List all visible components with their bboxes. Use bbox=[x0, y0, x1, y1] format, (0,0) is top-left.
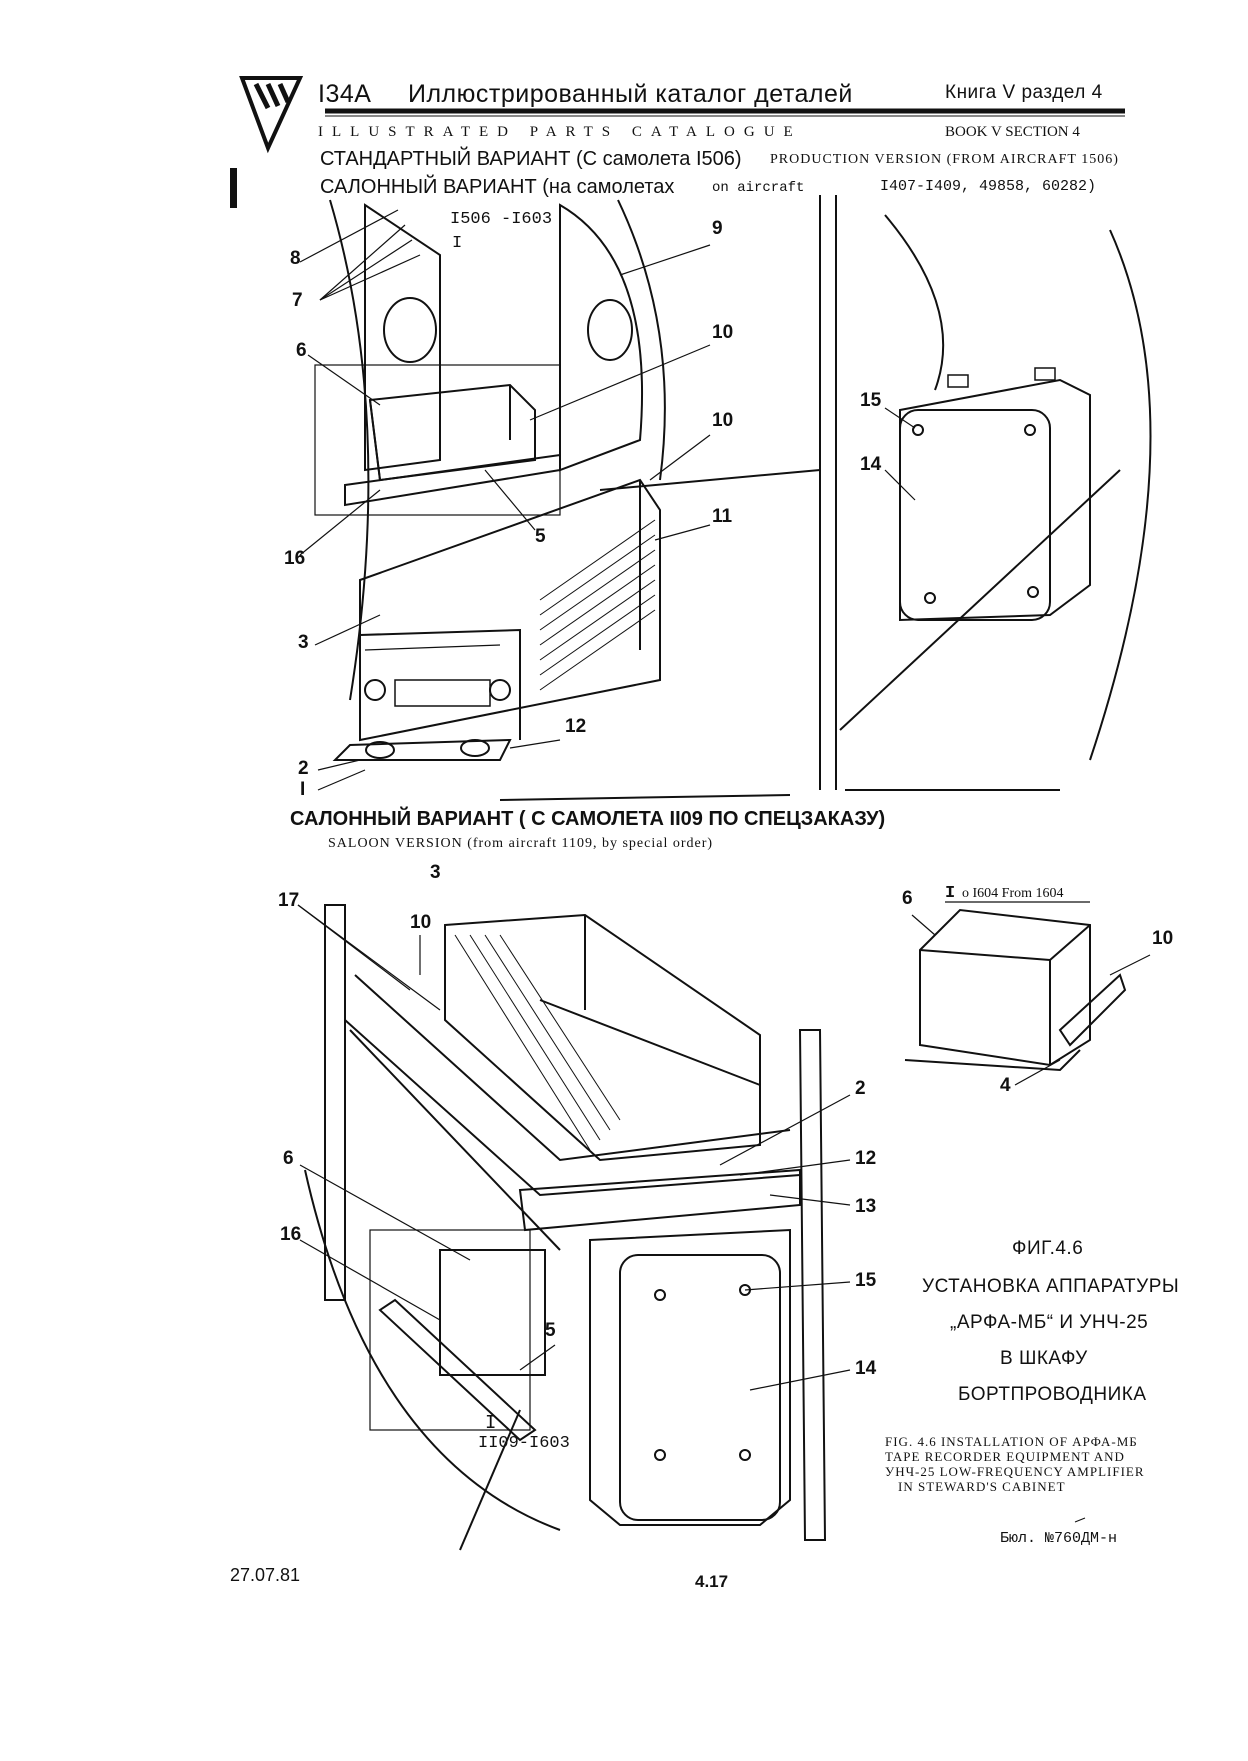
figure-caption-en-line3: УНЧ-25 LOW-FREQUENCY AMPLIFIER bbox=[885, 1464, 1145, 1479]
salon-variant-special-en: SALOON VERSION (from aircraft 1109, by s… bbox=[328, 836, 714, 851]
callout-14-top: 14 bbox=[860, 454, 882, 475]
callout-16-bottom: 16 bbox=[280, 1224, 302, 1245]
manufacturer-logo bbox=[239, 76, 304, 154]
figure-caption-en-line4: IN STEWARD'S CABINET bbox=[898, 1479, 1066, 1494]
figure-caption-en-line2: TAPE RECORDER EQUIPMENT AND bbox=[885, 1449, 1125, 1464]
detail-mark-top: I bbox=[452, 234, 463, 253]
callout-5-top: 5 bbox=[535, 526, 546, 547]
change-bar bbox=[230, 168, 237, 208]
figure-number: ФИГ.4.6 bbox=[1012, 1238, 1084, 1259]
callout-5-bottom: 5 bbox=[545, 1320, 556, 1341]
callout-15-bottom: 15 bbox=[855, 1270, 877, 1291]
callout-16-top: 16 bbox=[284, 548, 306, 569]
figure-title-line3: В ШКАФУ bbox=[1000, 1348, 1088, 1369]
callout-15-top: 15 bbox=[860, 390, 882, 411]
catalog-title-en: ILLUSTRATED PARTS CATALOGUE bbox=[318, 124, 802, 140]
callout-17: 17 bbox=[278, 890, 300, 911]
standard-variant-ru: СТАНДАРТНЫЙ ВАРИАНТ (С самолета I506) bbox=[320, 148, 742, 170]
callout-6-bottom: 6 bbox=[283, 1148, 294, 1169]
callout-3-top: 3 bbox=[298, 632, 309, 653]
callout-2-bottom: 2 bbox=[855, 1078, 866, 1099]
callout-10-top-a: 10 bbox=[712, 322, 734, 343]
salon-variant-en: on aircraft bbox=[712, 180, 805, 196]
salon-variant-special-ru: САЛОННЫЙ ВАРИАНТ ( С САМОЛЕТА II09 ПО СП… bbox=[290, 808, 886, 830]
callout-13: 13 bbox=[855, 1196, 877, 1217]
salon-variant-ru: САЛОННЫЙ ВАРИАНТ (на самолетах bbox=[320, 176, 675, 198]
range-label-bottom: II09-I603 bbox=[478, 1434, 570, 1453]
callout-14-bottom: 14 bbox=[855, 1358, 877, 1379]
catalog-title-ru: Иллюстрированный каталог деталей bbox=[408, 80, 853, 108]
page-number: 4.17 bbox=[695, 1572, 729, 1591]
inset-callout-4: 4 bbox=[1000, 1075, 1011, 1096]
figure-caption-en-line1: FIG. 4.6 INSTALLATION OF АРФА-МБ bbox=[885, 1434, 1138, 1449]
top-cabinet-drawing bbox=[299, 195, 1152, 801]
callout-8: 8 bbox=[290, 248, 301, 269]
inset-detail-mark: I bbox=[945, 884, 956, 903]
callout-7: 7 bbox=[292, 290, 303, 311]
callout-9: 9 bbox=[712, 218, 723, 239]
bulletin-number: Бюл. №760ДМ-н bbox=[1000, 1530, 1118, 1547]
standard-variant-en: PRODUCTION VERSION (FROM AIRCRAFT 1506) bbox=[770, 152, 1119, 167]
callout-11: 11 bbox=[712, 506, 733, 527]
detail-mark-bottom: I bbox=[485, 1412, 497, 1434]
revision-date: 27.07.81 bbox=[230, 1565, 301, 1585]
inset-title: o I604 From 1604 bbox=[962, 886, 1064, 901]
figure-title-line1: УСТАНОВКА АППАРАТУРЫ bbox=[922, 1276, 1180, 1297]
callout-12-top: 12 bbox=[565, 716, 587, 737]
aircraft-model: I34A bbox=[318, 80, 372, 108]
bottom-cabinet-drawing bbox=[297, 904, 851, 1551]
callout-10-bottom: 10 bbox=[410, 912, 432, 933]
inset-drawing bbox=[904, 901, 1151, 1086]
inset-callout-6: 6 bbox=[902, 888, 913, 909]
book-section-ru: Книга V раздел 4 bbox=[945, 82, 1103, 103]
callout-10-top-b: 10 bbox=[712, 410, 734, 431]
figure-title-line2: „АРФА-МБ“ И УНЧ-25 bbox=[950, 1312, 1149, 1333]
callout-1-top: I bbox=[300, 779, 306, 800]
salon-aircraft-list: I407-I409, 49858, 60282) bbox=[880, 178, 1097, 195]
callout-3-bottom: 3 bbox=[430, 862, 441, 883]
callout-12-bottom: 12 bbox=[855, 1148, 877, 1169]
callout-2-top: 2 bbox=[298, 758, 309, 779]
book-section-en: BOOK V SECTION 4 bbox=[945, 124, 1080, 140]
callout-6-top: 6 bbox=[296, 340, 307, 361]
range-label-top: I506 -I603 bbox=[450, 210, 553, 229]
figure-title-line4: БОРТПРОВОДНИКА bbox=[958, 1384, 1147, 1405]
inset-callout-10: 10 bbox=[1152, 928, 1174, 949]
